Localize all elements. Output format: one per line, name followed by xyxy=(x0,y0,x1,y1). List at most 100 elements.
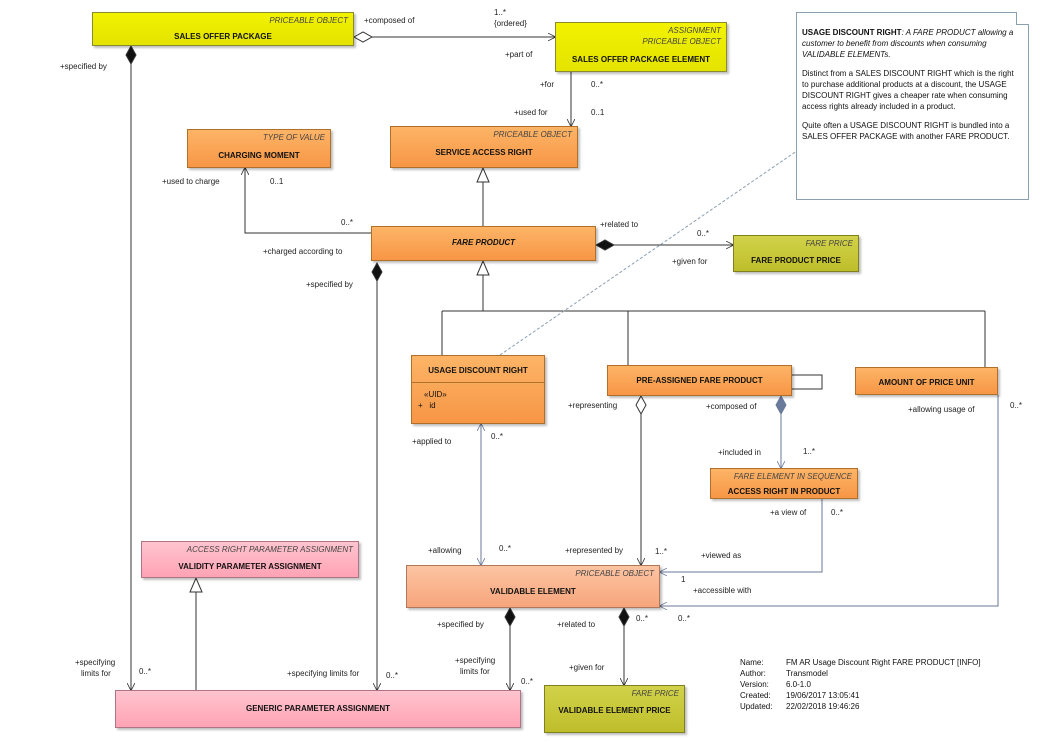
connector-a-view-of xyxy=(660,499,823,572)
box-generic-parameter-assignment[interactable]: GENERIC PARAMETER ASSIGNMENT xyxy=(115,690,521,728)
role-label: +composed of xyxy=(706,402,757,411)
role-label: limits for xyxy=(460,667,490,676)
note-paragraph-1: USAGE DISCOUNT RIGHT: A FARE PRODUCT all… xyxy=(802,27,1022,60)
class-name: ACCESS RIGHT IN PRODUCT xyxy=(727,487,841,496)
multiplicity-label: 0..* xyxy=(491,432,504,441)
class-name: CHARGING MOMENT xyxy=(218,151,300,160)
role-label: +represented by xyxy=(565,546,624,555)
stereotype: TYPE OF VALUE xyxy=(262,133,325,142)
class-name: VALIDABLE ELEMENT PRICE xyxy=(558,706,671,715)
meta-value: 19/06/2017 13:05:41 xyxy=(786,691,860,700)
meta-row-version: Version: 6.0-1.0 xyxy=(740,679,981,690)
box-service-access-right[interactable]: PRICEABLE OBJECT SERVICE ACCESS RIGHT xyxy=(390,126,578,168)
box-validable-element-price[interactable]: FARE PRICE VALIDABLE ELEMENT PRICE xyxy=(544,685,685,733)
stereotype: PRICEABLE OBJECT xyxy=(493,130,572,139)
role-label: +charged according to xyxy=(263,247,343,256)
class-name: PRE-ASSIGNED FARE PRODUCT xyxy=(636,376,763,385)
role-label: +representing xyxy=(568,401,618,410)
role-label: +specified by xyxy=(437,620,484,629)
role-label: +allowing xyxy=(428,546,462,555)
meta-key: Updated: xyxy=(740,702,773,711)
role-label: +part of xyxy=(505,50,533,59)
stereotype: PRICEABLE OBJECT xyxy=(269,16,348,25)
note-title: USAGE DISCOUNT RIGHT xyxy=(802,28,902,37)
stereotype: ASSIGNMENT xyxy=(668,26,721,35)
role-label: +included in xyxy=(718,448,761,457)
multiplicity-label: 0..* xyxy=(341,218,354,227)
multiplicity-label: 1..* xyxy=(803,447,816,456)
meta-key: Author: xyxy=(740,669,766,678)
composition-diamond xyxy=(125,44,137,66)
class-name: USAGE DISCOUNT RIGHT xyxy=(428,366,528,375)
note-paragraph-3: Quite often a USAGE DISCOUNT RIGHT is bu… xyxy=(802,121,1010,141)
meta-key: Version: xyxy=(740,680,769,689)
meta-value: FM AR Usage Discount Right FARE PRODUCT … xyxy=(786,658,981,667)
role-label: +given for xyxy=(569,663,605,672)
role-label: +related to xyxy=(600,220,639,229)
role-label: +composed of xyxy=(364,16,415,25)
multiplicity-label: 0..* xyxy=(386,671,399,680)
role-label: +used to charge xyxy=(162,177,220,186)
box-usage-discount-right[interactable]: USAGE DISCOUNT RIGHT «UID» + id xyxy=(411,355,545,424)
box-fare-product[interactable]: FARE PRODUCT xyxy=(371,226,596,261)
multiplicity-label: 1 xyxy=(681,575,686,584)
role-label: +used for xyxy=(514,108,548,117)
aggregation-diamond xyxy=(352,31,374,43)
multiplicity-label: 0..* xyxy=(697,229,710,238)
meta-row-author: Author:Transmodel xyxy=(740,668,981,679)
multiplicity-label: 0..* xyxy=(678,614,691,623)
note-paragraph-2: Distinct from a SALES DISCOUNT RIGHT whi… xyxy=(802,69,1014,111)
class-name: AMOUNT OF PRICE UNIT xyxy=(878,378,975,387)
multiplicity-label: 0..1 xyxy=(270,177,284,186)
class-name: GENERIC PARAMETER ASSIGNMENT xyxy=(245,704,390,713)
stereotype: PRICEABLE OBJECT xyxy=(575,569,654,578)
class-name: SALES OFFER PACKAGE ELEMENT xyxy=(571,55,711,64)
role-label: +viewed as xyxy=(701,551,742,560)
box-pre-assigned-fare-product[interactable]: PRE-ASSIGNED FARE PRODUCT xyxy=(607,365,792,396)
role-label: +allowing usage of xyxy=(908,405,975,414)
meta-key: Name: xyxy=(740,658,764,667)
meta-row-created: Created: 19/06/2017 13:05:41 xyxy=(740,690,981,701)
box-amount-of-price-unit[interactable]: AMOUNT OF PRICE UNIT xyxy=(855,367,998,395)
attributes-compartment: «UID» + id xyxy=(412,382,544,411)
attribute-name: id xyxy=(429,401,436,410)
attribute-visibility: + xyxy=(418,401,423,410)
note-usage-discount-right: USAGE DISCOUNT RIGHT: A FARE PRODUCT all… xyxy=(796,12,1029,200)
box-validable-element[interactable]: PRICEABLE OBJECT VALIDABLE ELEMENT xyxy=(406,565,660,608)
stereotype: FARE PRICE xyxy=(631,689,679,698)
role-label: limits for xyxy=(81,669,111,678)
stereotype-2: PRICEABLE OBJECT xyxy=(642,37,721,46)
role-label: +specified by xyxy=(306,280,353,289)
generalization-tree xyxy=(441,275,986,367)
attribute-id: + id xyxy=(418,400,544,411)
self-loop xyxy=(765,374,823,390)
box-sales-offer-package[interactable]: PRICEABLE OBJECT SALES OFFER PACKAGE xyxy=(92,12,354,46)
role-label: +specifying xyxy=(75,658,116,667)
role-label: +specified by xyxy=(60,62,107,71)
constraint-label: {ordered} xyxy=(494,19,527,28)
multiplicity-label: 1..* xyxy=(494,8,507,17)
meta-value: 6.0-1.0 xyxy=(786,680,811,689)
box-charging-moment[interactable]: TYPE OF VALUE CHARGING MOMENT xyxy=(187,129,331,168)
role-label: +related to xyxy=(557,620,596,629)
meta-row-updated: Updated:22/02/2018 19:46:26 xyxy=(740,701,981,712)
box-sales-offer-package-element[interactable]: ASSIGNMENT PRICEABLE OBJECT SALES OFFER … xyxy=(555,22,727,72)
diagram-metadata: Name: FM AR Usage Discount Right FARE PRO… xyxy=(740,657,981,712)
box-access-right-in-product[interactable]: FARE ELEMENT IN SEQUENCE ACCESS RIGHT IN… xyxy=(710,468,858,499)
note-title-rest: : A FARE PRODUCT allowing a customer to … xyxy=(802,28,1014,59)
generalization-triangle xyxy=(476,166,490,183)
role-label: +given for xyxy=(672,257,708,266)
box-fare-product-price[interactable]: FARE PRICE FARE PRODUCT PRICE xyxy=(733,235,859,272)
meta-row-name: Name: FM AR Usage Discount Right FARE PRO… xyxy=(740,657,981,668)
box-validity-parameter-assignment[interactable]: ACCESS RIGHT PARAMETER ASSIGNMENT VALIDI… xyxy=(141,541,359,578)
multiplicity-label: 0..* xyxy=(139,667,152,676)
multiplicity-label: 1..* xyxy=(655,547,668,556)
attribute-stereotype: «UID» xyxy=(424,390,447,399)
stereotype: ACCESS RIGHT PARAMETER ASSIGNMENT xyxy=(186,545,353,554)
class-name: VALIDABLE ELEMENT xyxy=(490,587,576,596)
class-name: SALES OFFER PACKAGE xyxy=(174,32,272,41)
connector-allowing-usage xyxy=(660,395,999,606)
meta-key: Created: xyxy=(740,691,771,700)
role-label: +accessible with xyxy=(693,586,752,595)
